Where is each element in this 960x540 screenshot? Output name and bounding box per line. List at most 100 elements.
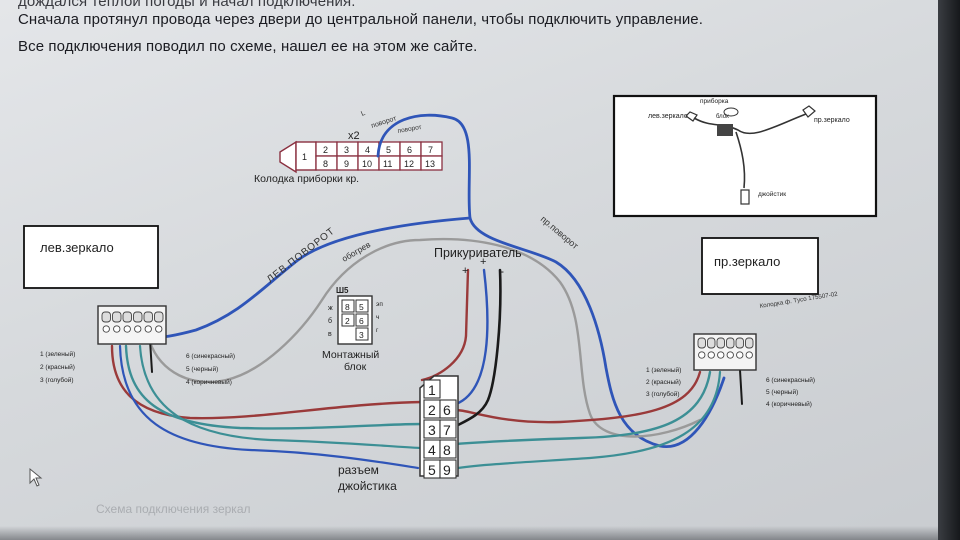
dash-connector-label: Колодка приборки кр. bbox=[254, 173, 359, 185]
connector-socket bbox=[698, 351, 706, 359]
wire-left-blue bbox=[118, 344, 420, 470]
wire-list-item: 2 (красный) bbox=[646, 378, 681, 386]
wire-list-item: 3 (голубой) bbox=[646, 390, 680, 398]
monitor-bezel bbox=[938, 0, 960, 540]
dash-pin-7: 7 bbox=[428, 145, 433, 155]
dash-pin-4: 4 bbox=[365, 145, 370, 155]
joystick-pin-4: 4 bbox=[428, 442, 436, 458]
wire-list-item: 5 (черный) bbox=[186, 365, 218, 373]
fuse-letter-right: эп bbox=[376, 301, 383, 308]
connector-pin bbox=[716, 337, 725, 349]
cig-minus: - bbox=[500, 264, 504, 278]
wire-list-item: 4 (коричневый) bbox=[766, 400, 812, 408]
wire-heating bbox=[148, 237, 702, 438]
connector-pin bbox=[143, 311, 153, 323]
header-line-1: Сначала протянул провода через двери до … bbox=[18, 11, 704, 28]
fuse-pin-3: 3 bbox=[359, 330, 364, 340]
dash-connector-key bbox=[279, 140, 297, 174]
fuse-pin-5: 5 bbox=[359, 302, 364, 312]
inset-dash-label: приборка bbox=[700, 97, 729, 105]
inset-joystick-harness bbox=[735, 131, 746, 189]
dash-wire-label-1: L bbox=[360, 110, 366, 118]
dash-pin-1: 1 bbox=[302, 152, 307, 162]
wire-cig-plus-red bbox=[420, 268, 470, 382]
connector-socket bbox=[745, 351, 753, 359]
wire-list-item: 2 (красный) bbox=[40, 363, 75, 371]
wire-list-item: 4 (коричневый) bbox=[186, 378, 232, 386]
connector-socket bbox=[717, 351, 725, 359]
right-mirror-label: пр.зеркало bbox=[714, 254, 780, 269]
inset-main-harness bbox=[693, 113, 807, 135]
wire-list-item: 3 (голубой) bbox=[40, 376, 74, 384]
fuse-letter-left: в bbox=[328, 331, 332, 338]
inset-block-label: блок bbox=[716, 114, 729, 120]
dash-pin-12: 12 bbox=[404, 159, 414, 169]
joystick-pin-6: 6 bbox=[443, 402, 451, 418]
right-mirror: пр.зеркало Колодка ф. Тyco 175507-02 1 (… bbox=[646, 237, 839, 408]
connector-pin bbox=[745, 337, 754, 349]
connector-socket bbox=[155, 325, 163, 333]
connector-socket bbox=[113, 325, 121, 333]
cigarette-label: Прикуриватель bbox=[434, 246, 522, 260]
dash-wire-label-2: поворот bbox=[370, 115, 398, 130]
right-mirror-wire-list-right: 6 (синекрасный)5 (черный)4 (коричневый) bbox=[766, 376, 815, 408]
inset-joystick-icon bbox=[740, 189, 750, 205]
joystick-pin-1: 1 bbox=[428, 382, 436, 398]
fuse-block-label-1: Монтажный bbox=[322, 349, 379, 361]
joystick-pins-left: 1 2 3 4 5 bbox=[423, 379, 441, 479]
left-mirror-wire-list-right: 6 (синекрасный) 5 (черный) 4 (коричневый) bbox=[186, 352, 235, 386]
dash-pin-6: 6 bbox=[407, 145, 412, 155]
right-mirror-box bbox=[701, 237, 819, 295]
wire-right-ground bbox=[739, 369, 743, 405]
left-mirror-wire-list-left: 1 (зеленый)2 (красный)3 (голубой) bbox=[40, 350, 75, 384]
connector-socket bbox=[123, 325, 131, 333]
left-mirror: лев.зеркало 1 (зеленый)2 (красный)3 (гол… bbox=[23, 225, 235, 386]
connector-socket bbox=[726, 351, 734, 359]
fuse-pin-8: 8 bbox=[345, 302, 350, 312]
connector-pin bbox=[112, 311, 122, 323]
cig-plus-left: + bbox=[462, 265, 468, 277]
connector-pin bbox=[726, 337, 735, 349]
label-heating: обогрев bbox=[340, 239, 373, 264]
wire-left-teal bbox=[124, 344, 424, 430]
wire-left-turn bbox=[148, 216, 472, 340]
inset-fuse-block-icon bbox=[717, 124, 733, 136]
mouse-cursor-icon bbox=[29, 467, 43, 487]
wire-list-item: 6 (синекрасный) bbox=[186, 352, 235, 360]
right-mirror-wire-list-left: 1 (зеленый) 2 (красный) 3 (голубой) bbox=[646, 366, 681, 398]
fuse-pin-2: 2 bbox=[345, 316, 350, 326]
joystick-pin-7: 7 bbox=[443, 422, 451, 438]
wire-left-ground bbox=[149, 339, 153, 373]
dash-pin-11: 11 bbox=[383, 159, 392, 169]
joystick-label-1: разъем bbox=[338, 463, 379, 477]
dash-pin-8: 8 bbox=[323, 159, 328, 169]
wire-left-red bbox=[110, 344, 424, 420]
inset-joystick-label: джойстик bbox=[758, 190, 786, 198]
connector-socket bbox=[736, 351, 744, 359]
cig-plus-center: + bbox=[480, 256, 486, 268]
inset-right-mirror-icon bbox=[802, 105, 816, 118]
inset-left-mirror-label: лев.зеркало bbox=[648, 113, 688, 120]
header-line-2: Все подключения поводил по схеме, нашел … bbox=[18, 38, 478, 55]
fuse-block-title: Ш5 bbox=[336, 286, 349, 295]
joystick-pin-5: 5 bbox=[428, 462, 436, 478]
joystick-pin-2: 2 bbox=[428, 402, 436, 418]
connector-pin bbox=[735, 337, 744, 349]
wire-list-item: 1 (зеленый) bbox=[646, 366, 681, 374]
joystick-pin-3: 3 bbox=[428, 422, 436, 438]
left-mirror-box bbox=[23, 225, 159, 289]
wire-cig-plus-blue bbox=[454, 268, 489, 406]
connector-socket bbox=[134, 325, 142, 333]
header-line-partial: дождался теплой погоды и начал подключен… bbox=[18, 0, 356, 10]
dash-pin-9: 9 bbox=[344, 159, 349, 169]
label-left-turn: ЛЕВ.ПОВОРОТ bbox=[265, 226, 337, 286]
joystick-pin-8: 8 bbox=[443, 442, 451, 458]
fuse-letter-right: ч bbox=[376, 314, 379, 321]
inset-frame bbox=[612, 94, 878, 218]
left-mirror-label: лев.зеркало bbox=[40, 240, 114, 255]
